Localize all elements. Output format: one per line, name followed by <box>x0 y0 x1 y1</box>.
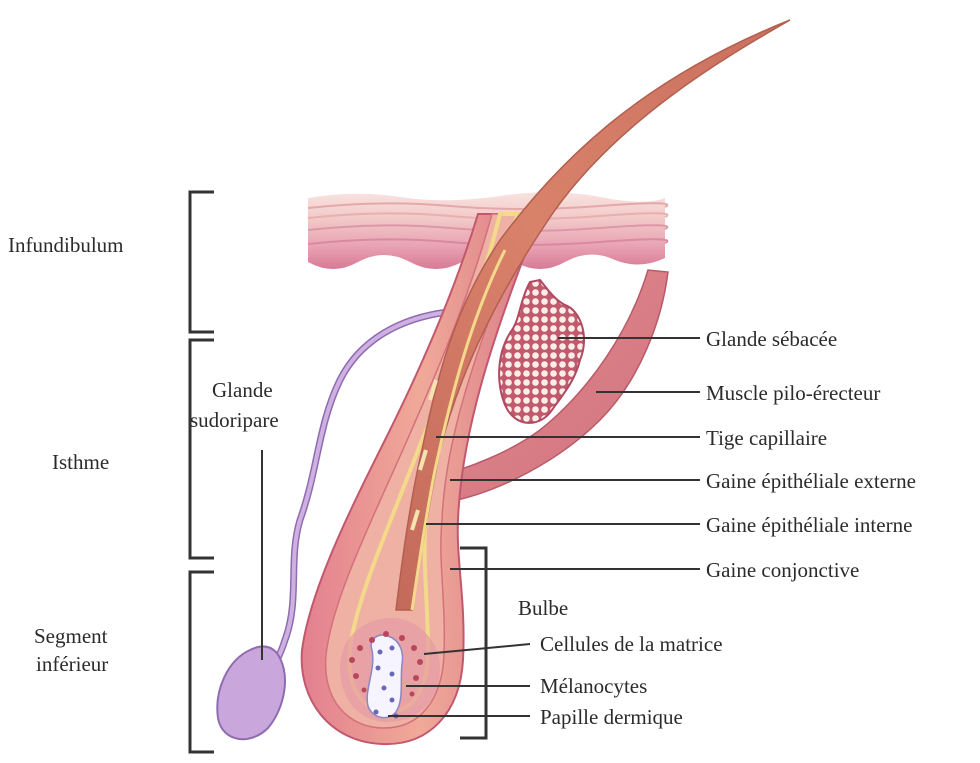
label-melanocytes: Mélanocytes <box>540 676 647 697</box>
label-glande-sebacee: Glande sébacée <box>706 329 837 350</box>
label-muscle-pilo-erecteur: Muscle pilo-érecteur <box>706 383 880 404</box>
label-segment-line1: Segment <box>34 626 108 647</box>
dermal-papilla <box>367 635 402 718</box>
bracket-isthme <box>190 340 214 558</box>
label-bulbe: Bulbe <box>518 598 568 619</box>
label-gaine-conjonctive: Gaine conjonctive <box>706 560 859 581</box>
label-cellules-matrice: Cellules de la matrice <box>540 634 723 655</box>
bracket-segment-inferieur <box>190 572 214 752</box>
label-glande-sudoripare-line1: Glande <box>212 380 273 401</box>
label-papille-dermique: Papille dermique <box>540 707 683 728</box>
bracket-infundibulum <box>190 192 214 332</box>
label-glande-sudoripare-line2: sudoripare <box>190 410 279 431</box>
label-isthme: Isthme <box>52 452 109 473</box>
label-infundibulum: Infundibulum <box>8 235 124 256</box>
sweat-coil <box>217 647 285 740</box>
label-gaine-epitheliale-interne: Gaine épithéliale interne <box>706 515 912 536</box>
hair-bulb <box>340 618 440 722</box>
label-segment-line2: inférieur <box>36 654 108 675</box>
label-gaine-epitheliale-externe: Gaine épithéliale externe <box>706 471 916 492</box>
label-tige-capillaire: Tige capillaire <box>706 428 827 449</box>
